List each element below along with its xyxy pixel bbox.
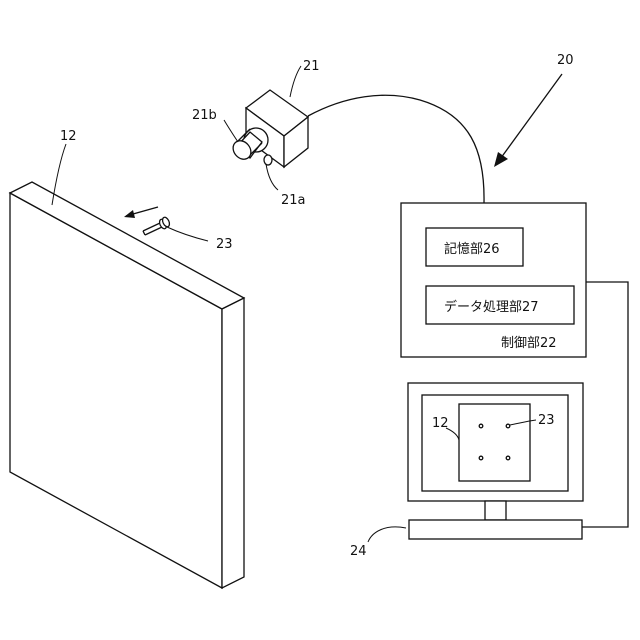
monitor-pin-label: 23 bbox=[538, 413, 555, 428]
pin-label: 23 bbox=[216, 237, 233, 252]
monitor-wall-label: 12 bbox=[432, 416, 449, 431]
pin bbox=[143, 216, 171, 235]
device-label: 20 bbox=[557, 53, 574, 68]
control-unit-label: 制御部22 bbox=[501, 336, 557, 351]
direction-arrow bbox=[124, 207, 158, 218]
lens-label: 21b bbox=[192, 108, 217, 123]
camera-label: 21 bbox=[303, 59, 320, 74]
device-arrow-head bbox=[494, 152, 508, 167]
camera-cable bbox=[308, 95, 484, 203]
keyboard-leader-line bbox=[368, 527, 406, 542]
keyboard-label: 24 bbox=[350, 544, 367, 559]
processing-label: データ処理部27 bbox=[444, 299, 539, 315]
lens-leader-line bbox=[224, 120, 238, 142]
wall-label: 12 bbox=[60, 129, 77, 144]
port-label: 21a bbox=[281, 193, 306, 208]
device-arrow-line bbox=[498, 74, 562, 162]
pin-leader-line bbox=[167, 227, 208, 241]
control-unit-box bbox=[401, 203, 586, 357]
monitor-wall-image bbox=[459, 404, 530, 481]
control-keyboard-wire bbox=[582, 282, 628, 527]
monitor bbox=[408, 383, 583, 520]
camera bbox=[229, 90, 308, 167]
camera-leader-line bbox=[290, 66, 301, 97]
port-leader-line bbox=[266, 164, 278, 190]
keyboard bbox=[409, 520, 582, 539]
wall-panel bbox=[10, 182, 244, 588]
storage-label: 記憶部26 bbox=[444, 241, 500, 257]
